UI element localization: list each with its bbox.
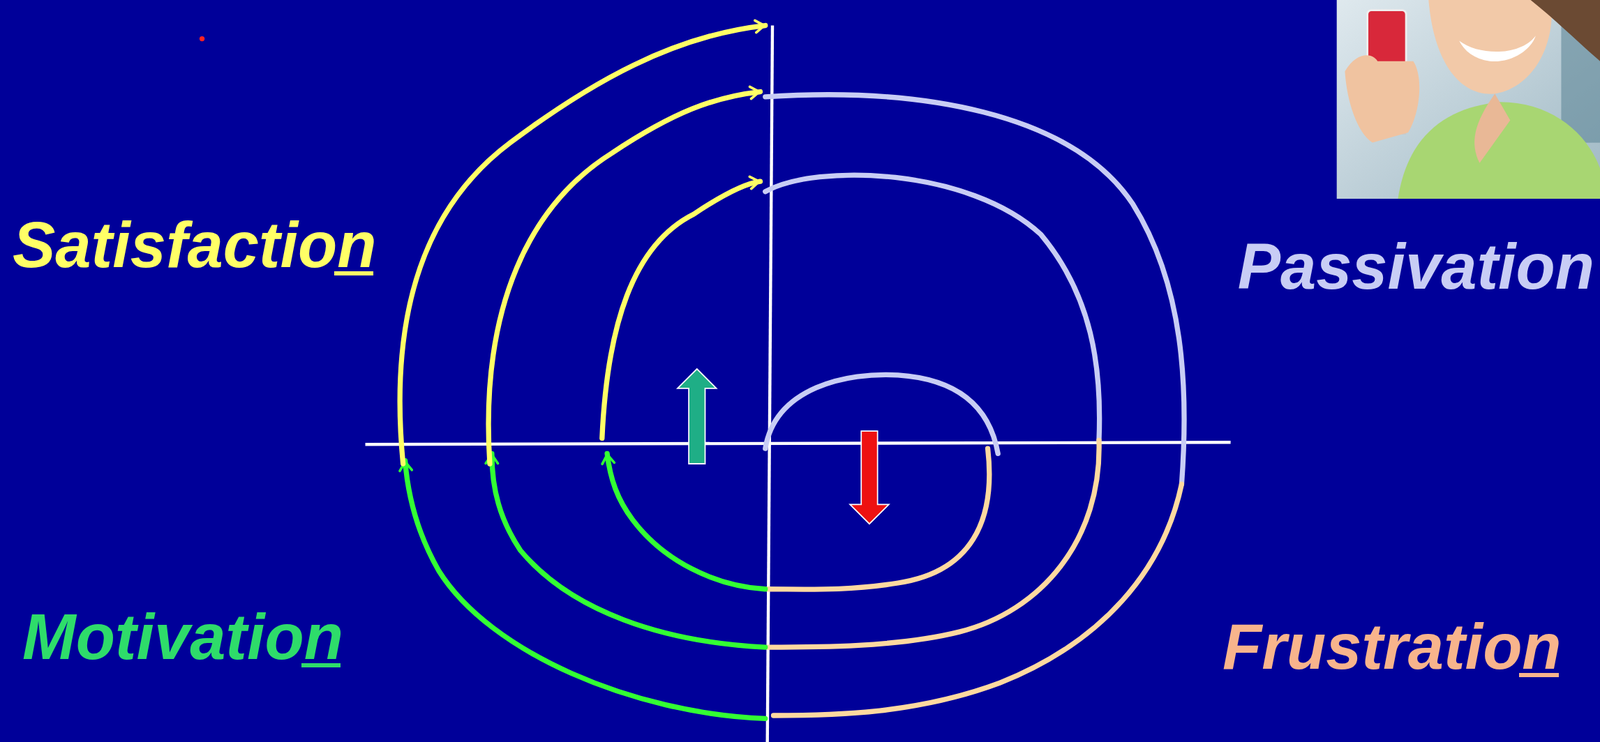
letter-underline: [301, 663, 341, 668]
spiral-arc: [765, 94, 1185, 485]
spiral-arc: [399, 25, 766, 465]
spiral-arc: [773, 484, 1182, 716]
quadrant-label: Passivation: [1237, 230, 1595, 305]
spiral-arc: [491, 453, 766, 648]
photo: [1336, 0, 1600, 199]
spiral-arc: [607, 453, 766, 589]
spiral-arc: [488, 92, 760, 465]
up-arrow: [677, 369, 717, 465]
quadrant-label: Motivation: [22, 600, 344, 675]
spiral-arc: [765, 175, 1100, 441]
quadrant-label: Satisfaction: [12, 208, 377, 283]
spiral-arc: [765, 374, 998, 454]
quadrant-label: Frustration: [1222, 610, 1562, 685]
spiral-arc: [767, 440, 1099, 648]
vertical-axis: [767, 25, 773, 742]
spiral-arc: [767, 448, 990, 590]
letter-underline: [1519, 673, 1559, 678]
down-arrow: [849, 431, 889, 525]
letter-underline: [334, 271, 374, 276]
spiral-arc: [602, 181, 761, 439]
spiral-arc: [405, 461, 766, 720]
dot: [199, 36, 205, 42]
